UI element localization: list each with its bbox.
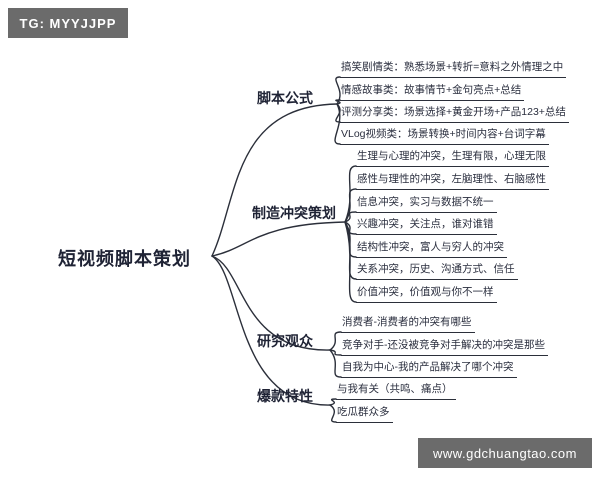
branch-label-create-conflict: 制造冲突策划 (252, 205, 336, 221)
leaf-topic: 自我为中心-我的产品解决了哪个冲突 (341, 360, 517, 378)
leaf-topic: 结构性冲突，富人与穷人的冲突 (356, 240, 507, 258)
leaf-topic: 与我有关（共鸣、痛点） (336, 382, 456, 400)
leaf-topic: 情感故事类：故事情节+金句亮点+总结 (340, 83, 525, 101)
leaf-topic: 吃瓜群众多 (336, 405, 393, 423)
leaf-topic: 感性与理性的冲突，左脑理性、右脑感性 (356, 172, 549, 190)
watermark-text: TG: MYYJJPP (19, 15, 117, 31)
leaf-topic: 价值冲突，价值观与你不一样 (356, 285, 497, 303)
leaf-topic: VLog视频类：场景转换+时间内容+台词字幕 (340, 127, 549, 145)
leaf-topic: 搞笑剧情类：熟悉场景+转折=意料之外情理之中 (340, 60, 567, 78)
root-topic: 短视频脚本策划 (58, 249, 191, 269)
leaf-topic: 评测分享类：场景选择+黄金开场+产品123+总结 (340, 105, 569, 123)
leaf-topic: 生理与心理的冲突，生理有限，心理无限 (356, 149, 549, 167)
leaf-topic: 兴趣冲突，关注点，谁对谁错 (356, 217, 497, 235)
leaf-topic: 竞争对手-还没被竞争对手解决的冲突是那些 (341, 338, 548, 356)
watermark-badge-bottom-right: www.gdchuangtao.com (418, 438, 592, 468)
leaf-topic: 消费者-消费者的冲突有哪些 (341, 315, 475, 333)
branch-label-hit-traits: 爆款特性 (257, 388, 313, 404)
leaf-topic: 信息冲突，实习与数据不统一 (356, 195, 497, 213)
watermark-badge-top-left: TG: MYYJJPP (8, 8, 128, 38)
branch-label-research-audience: 研究观众 (257, 333, 313, 349)
root-branch-edges (211, 103, 346, 406)
branch-label-script-formula: 脚本公式 (257, 90, 313, 106)
watermark-url-text: www.gdchuangtao.com (433, 445, 577, 461)
leaf-topic: 关系冲突，历史、沟通方式、信任 (356, 262, 518, 280)
